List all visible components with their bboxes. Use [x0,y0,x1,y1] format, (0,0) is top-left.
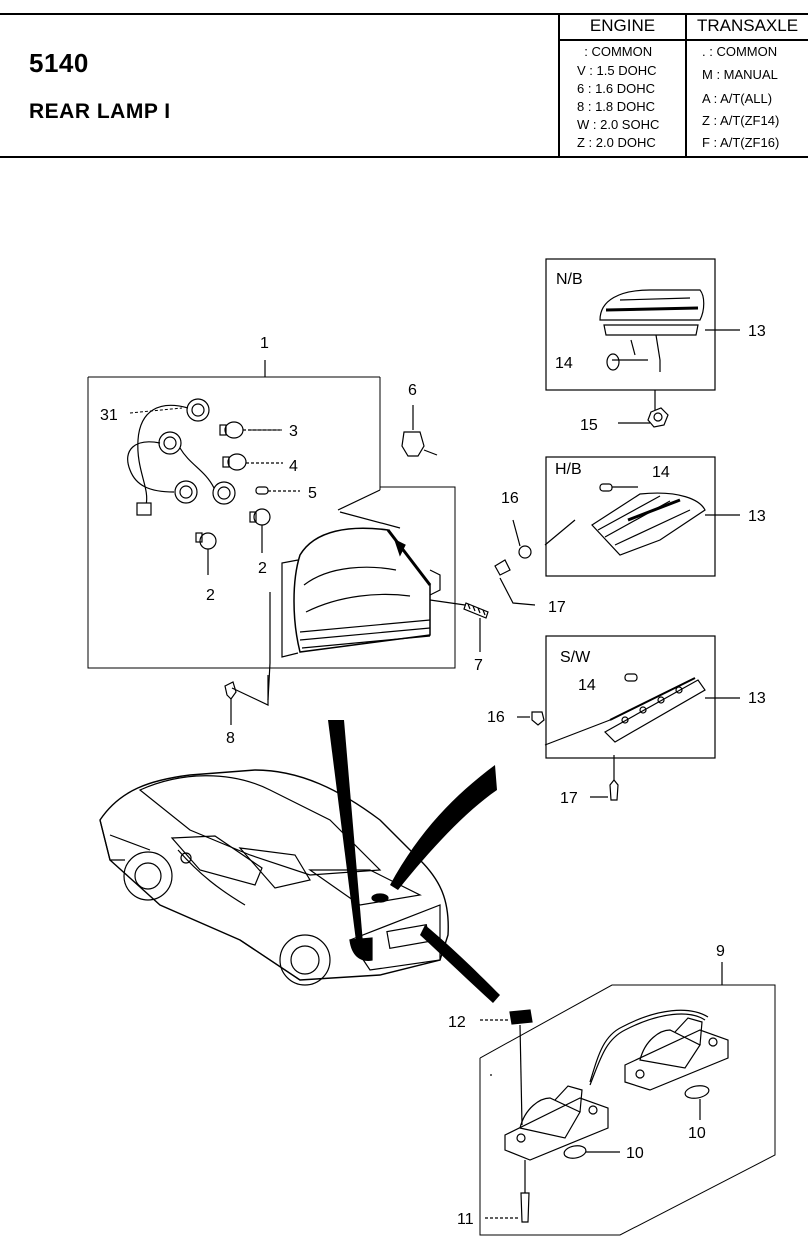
grommet [518,545,532,559]
callout-31: 31 [100,407,118,424]
section-title: REAR LAMP I [29,100,171,123]
callout-4: 4 [289,458,298,475]
hb-label: H/B [555,461,582,478]
tail-lamp-housing [293,527,432,653]
header-column-divider [685,13,687,158]
hb-high-mount-stop-lamp-box [494,456,740,606]
transaxle-code: F : A/T(ZF16) [702,135,780,150]
header-block: 5140 REAR LAMP I ENGINE TRANSAXLE : COMM… [0,0,808,158]
callout-9: 9 [716,943,725,960]
screw [463,602,489,652]
bulb [684,1085,710,1099]
callout-1: 1 [260,335,269,352]
clip [401,405,438,457]
sw-high-mount-stop-lamp-box [517,635,740,801]
nb-label: N/B [556,271,583,288]
rear-combination-lamp-group [87,360,489,725]
header-top-rule [0,13,808,15]
callout-12: 12 [448,1014,466,1031]
engine-code: V : 1.5 DOHC [577,63,657,78]
section-number: 5140 [29,48,89,78]
harness-connector [136,502,152,516]
callout-11: 11 [457,1211,474,1228]
nb-high-mount-stop-lamp-box [545,258,740,428]
transaxle-heading: TRANSAXLE [696,16,799,35]
callout-17: 17 [548,599,566,616]
callout-14: 14 [652,464,670,481]
pointer-to-license-lamp [420,925,500,1003]
callout-8: 8 [226,730,235,747]
pointer-to-stop-lamp [390,765,497,890]
callout-2: 2 [206,587,215,604]
transaxle-code: . : COMMON [702,44,778,59]
bulb [563,1145,587,1159]
transaxle-code: Z : A/T(ZF14) [702,113,780,128]
engine-code: Z : 2.0 DOHC [577,135,656,150]
callout-13: 13 [748,508,766,525]
clip [509,1009,533,1025]
header-divider [558,13,560,158]
callout-6: 6 [408,382,417,399]
bulb [195,421,271,550]
sw-label: S/W [560,649,591,666]
engine-code: W : 2.0 SOHC [577,117,660,132]
callout-14: 14 [555,355,573,372]
callout-10: 10 [626,1145,644,1162]
engine-heading: ENGINE [589,16,656,35]
callout-15: 15 [580,417,598,434]
pointer-to-tail-lamp [328,720,364,957]
screw [520,1192,530,1223]
nut [647,407,669,428]
callout-14: 14 [578,677,596,694]
callout-17: 17 [560,790,578,807]
plug [224,675,269,725]
header-column-rule [558,39,808,41]
callout-3: 3 [289,423,298,440]
engine-code: 6 : 1.6 DOHC [577,81,656,96]
callout-16: 16 [487,709,505,726]
callout-10: 10 [688,1125,706,1142]
header-bottom-rule [0,156,808,158]
screw [494,559,511,576]
transaxle-code: A : A/T(ALL) [702,91,773,106]
lamp-socket [158,398,236,505]
license-lamp-group [479,962,776,1236]
engine-code: 8 : 1.8 DOHC [577,99,656,114]
grommet [531,711,545,726]
callout-2: 2 [258,560,267,577]
transaxle-code: M : MANUAL [702,67,778,82]
callout-5: 5 [308,485,317,502]
screw [609,779,619,801]
engine-code: : COMMON [577,44,653,59]
callout-7: 7 [474,657,483,674]
wiring-harness [137,404,189,506]
callout-13: 13 [748,323,766,340]
callout-13: 13 [748,690,766,707]
callout-16: 16 [501,490,519,507]
